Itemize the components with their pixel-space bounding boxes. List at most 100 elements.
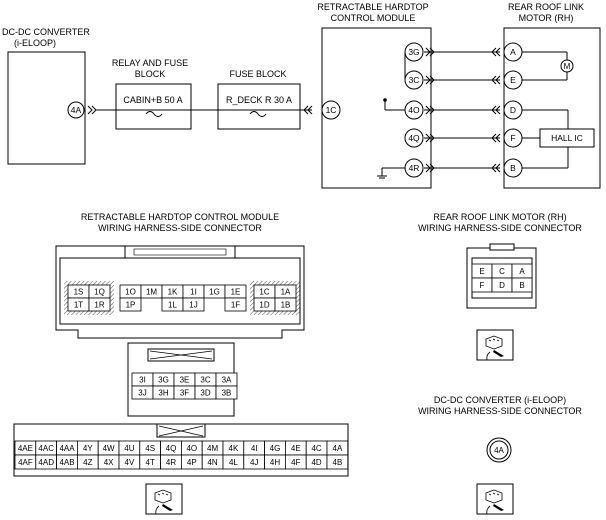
connector-cell: 1R xyxy=(88,297,111,312)
module-terminal-3G: 3G xyxy=(404,42,424,62)
connector-cell: 4T xyxy=(139,454,162,470)
module-title-2: CONTROL MODULE xyxy=(331,13,416,23)
connector-cell: 4P xyxy=(180,454,203,470)
fuse-block: FUSE BLOCK R_DECK R 30 A xyxy=(217,69,301,130)
motor-connector-title-2: WIRING HARNESS-SIDE CONNECTOR xyxy=(418,223,582,233)
module-title-1: RETRACTABLE HARDTOP xyxy=(317,2,428,12)
connector-pin-label: 1B xyxy=(281,301,291,310)
connector-cell: B xyxy=(511,277,533,293)
module-terminal-4Q: 4Q xyxy=(404,128,424,148)
c1-left-cell-group: 1S 1Q 1T 1R xyxy=(64,281,114,315)
connector-pin-label: 3C xyxy=(200,376,210,385)
connector-pin-label: 1P xyxy=(126,301,136,310)
connector-pin-label: 1T xyxy=(74,301,83,310)
connector-cell: 1Q xyxy=(88,284,111,299)
connector-pin-label: 4AD xyxy=(38,458,54,467)
connector-pin-label: 3D xyxy=(200,389,210,398)
module-connector-title-2: WIRING HARNESS-SIDE CONNECTOR xyxy=(98,223,262,233)
connector-cell: 4G xyxy=(264,440,286,456)
rear-roof-link-motor: REAR ROOF LINK MOTOR (RH) M HALL IC A E xyxy=(503,2,601,189)
c1-right-cell-group: 1C 1A 1D 1B xyxy=(250,281,300,315)
connector-pin-label: 4T xyxy=(146,458,155,467)
connector-cell: 3H xyxy=(152,385,175,400)
module-connector-view: RETRACTABLE HARDTOP CONTROL MODULE WIRIN… xyxy=(13,212,349,515)
fuse-block-title: FUSE BLOCK xyxy=(229,69,286,79)
connector-pin-label: 4H xyxy=(270,458,280,467)
connector-cell: 4B xyxy=(326,454,349,470)
connector-pin-label: 3H xyxy=(158,389,168,398)
module-input-terminal: 1C xyxy=(326,105,337,115)
dcdc-connector-title-2: WIRING HARNESS-SIDE CONNECTOR xyxy=(418,406,582,416)
connector-pin-label: 4AB xyxy=(59,458,74,467)
hall-ic-label: HALL IC xyxy=(551,133,583,143)
motor-terminal-D: D xyxy=(503,100,523,120)
svg-text:4Q: 4Q xyxy=(408,133,420,143)
connector-cell: 4E xyxy=(284,440,307,456)
connector-cell: 1T xyxy=(67,297,90,312)
connector-pin-label: 1S xyxy=(74,288,84,297)
connector-cell: 4Z xyxy=(77,454,99,470)
connector-pin-label: 4K xyxy=(229,444,239,453)
connector-cell: 4N xyxy=(201,454,224,470)
connector-pin-label: 1A xyxy=(281,288,291,297)
connector-pin-label: 4A xyxy=(333,444,343,453)
motor-title-1: REAR ROOF LINK xyxy=(508,2,584,12)
module-terminal-3C: 3C xyxy=(404,70,424,90)
connector-pin-label: 3G xyxy=(158,376,169,385)
connector-cell: 4C xyxy=(305,440,328,456)
connector-plug-icon xyxy=(476,483,514,515)
connector-cell: 4W xyxy=(97,440,120,456)
connector-cell: 1I xyxy=(182,284,205,299)
connector-plug-icon xyxy=(145,483,183,515)
svg-text:E: E xyxy=(510,75,516,85)
connector-cell: 4AD xyxy=(35,454,57,470)
fuse-block-fuse-label: R_DECK R 30 A xyxy=(226,95,292,105)
wiring-diagram: DC-DC CONVERTER (i-ELOOP) 4A RELAY AND F… xyxy=(2,2,601,189)
motor-terminal-E: E xyxy=(503,70,523,90)
connector-cell: E xyxy=(471,263,493,279)
dcdc-terminal: 4A xyxy=(71,105,82,115)
connector-pin-label: 4F xyxy=(291,458,300,467)
connector-cell: 4AF xyxy=(14,454,37,470)
connector-pin-label: 3A xyxy=(222,376,232,385)
connector-pin-label: 1D xyxy=(259,301,269,310)
module-terminal-4O: 4O xyxy=(404,100,424,120)
module-connector-title-1: RETRACTABLE HARDTOP CONTROL MODULE xyxy=(81,212,279,222)
connector-cell: 4AB xyxy=(56,454,78,470)
motor-title-2: MOTOR (RH) xyxy=(519,13,574,23)
relay-block-title-1: RELAY AND FUSE xyxy=(112,58,188,68)
connector-cell: 4O xyxy=(180,440,203,456)
connector-cell: 4U xyxy=(118,440,141,456)
connector-pin-label: 4U xyxy=(124,444,134,453)
connector-pin-label: 4AA xyxy=(59,444,75,453)
connector-cell: 4S xyxy=(139,440,162,456)
connector-pin-label: 1F xyxy=(231,301,240,310)
connector-pin-label: 3F xyxy=(180,389,189,398)
connector-cell: 4X xyxy=(97,454,120,470)
relay-fuse-label: CABIN+B 50 A xyxy=(123,95,182,105)
motor-terminal-A: A xyxy=(503,42,523,62)
module-terminal-4R: 4R xyxy=(404,158,424,178)
connector-pin-label: 4O xyxy=(186,444,197,453)
connector-pin-label: 1Q xyxy=(94,288,105,297)
connector-cell: F xyxy=(471,277,493,293)
connector-pin-label: E xyxy=(479,267,484,276)
signal-wires xyxy=(424,47,501,173)
connector-pin-label: 4R xyxy=(166,458,176,467)
svg-text:4O: 4O xyxy=(408,105,420,115)
dcdc-title-1: DC-DC CONVERTER xyxy=(2,27,90,37)
connector-pin-label: 1C xyxy=(259,288,269,297)
connector-cell: 1E xyxy=(224,284,247,299)
connector-pin-label: 4C xyxy=(311,444,321,453)
connector-cell: 1M xyxy=(140,284,163,299)
relay-fuse-block: RELAY AND FUSE BLOCK CABIN+B 50 A xyxy=(112,58,192,130)
connector-pin-label: B xyxy=(519,281,524,290)
dcdc-connector-view: DC-DC CONVERTER (i-ELOOP) WIRING HARNESS… xyxy=(418,395,582,515)
motor-symbol: M xyxy=(564,62,571,71)
svg-text:3G: 3G xyxy=(408,47,419,57)
svg-text:F: F xyxy=(510,133,515,143)
dcdc-connector-title-1: DC-DC CONVERTER (i-ELOOP) xyxy=(434,395,566,405)
connector-pin-label: 1E xyxy=(231,288,241,297)
connector-plug-icon xyxy=(476,329,514,361)
